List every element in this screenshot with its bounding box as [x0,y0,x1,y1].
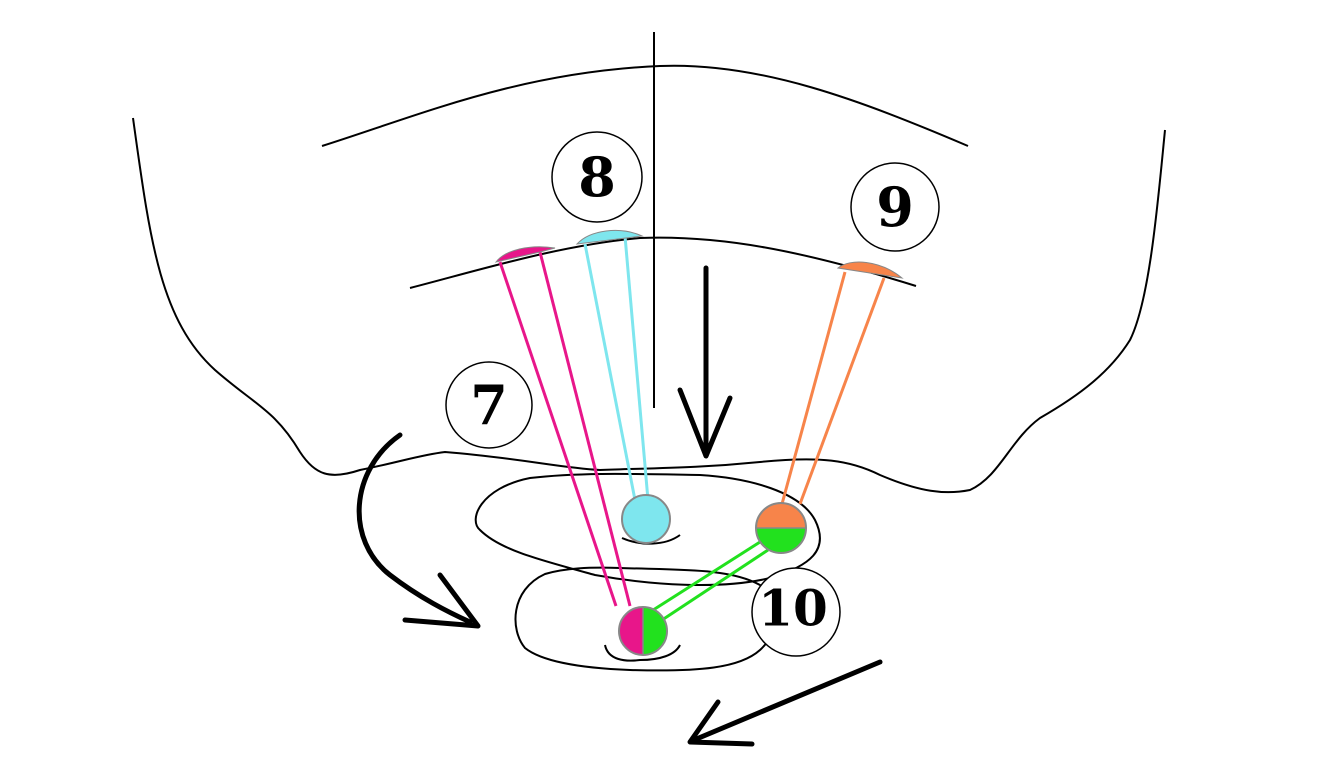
curved-arrow [356,432,481,629]
label-7: 7 [445,361,533,449]
magenta-rays [498,251,632,607]
lower-lens [514,566,777,672]
diagonal-arrow [687,659,883,747]
orange-green-dot [755,502,807,554]
top-arc [321,64,969,147]
lower-lens-inner [604,644,681,662]
upper-lens-inner [621,534,681,545]
outer-contour [132,117,1166,494]
orange-rays [780,271,886,505]
label-9-text: 9 [876,175,914,239]
label-8-text: 8 [578,145,616,209]
magenta-cap [494,246,556,263]
label-10-text: 10 [758,579,828,638]
down-arrow [677,265,733,459]
cyan-dot [621,494,671,544]
label-7-text: 7 [470,373,508,437]
cyan-cap [575,230,644,245]
cyan-rays [583,235,650,501]
label-10: 10 [751,567,841,657]
label-9: 9 [850,162,940,252]
label-8: 8 [551,131,643,223]
middle-arc [409,236,917,289]
green-rays [649,540,769,626]
orange-cap [836,261,904,279]
magenta-green-dot [618,606,668,656]
